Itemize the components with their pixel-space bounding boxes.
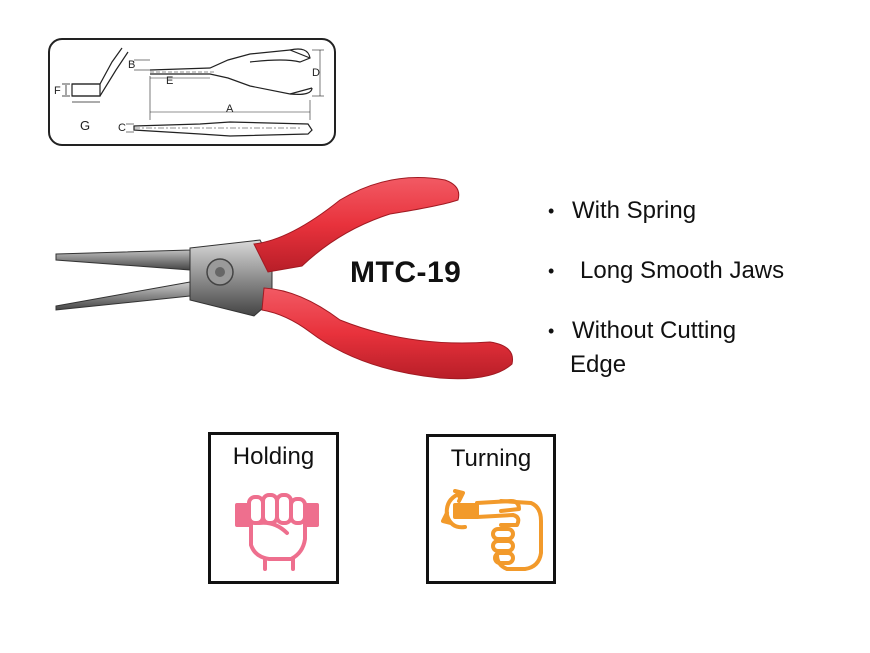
dim-label-f: F xyxy=(54,85,61,97)
dim-label-c: C xyxy=(118,122,126,134)
holding-label: Holding xyxy=(232,443,315,470)
bullet-glyph: • xyxy=(548,201,555,221)
dim-label-g: G xyxy=(80,118,91,133)
holding-fist-icon xyxy=(235,493,319,571)
bullet-glyph: • xyxy=(548,261,555,281)
feature-text: With Spring xyxy=(572,197,697,224)
turning-label: Turning xyxy=(450,445,532,472)
feature-text: Edge xyxy=(570,351,627,378)
model-title: MTC-19 xyxy=(350,256,462,289)
feature-text: Without Cutting xyxy=(572,317,737,344)
dim-label-d: D xyxy=(312,67,320,79)
pliers-image xyxy=(55,177,514,380)
dim-label-a: A xyxy=(226,103,234,115)
dimension-diagram: F G B E A C D xyxy=(48,38,336,146)
turning-card: Turning xyxy=(426,434,556,584)
dim-label-e: E xyxy=(166,75,174,87)
holding-card: Holding xyxy=(208,432,339,584)
bullet-glyph: • xyxy=(548,321,555,341)
dim-label-b: B xyxy=(128,59,136,71)
feature-text: Long Smooth Jaws xyxy=(580,257,785,284)
turning-hand-icon xyxy=(441,489,543,571)
dimension-drawing xyxy=(62,47,324,137)
